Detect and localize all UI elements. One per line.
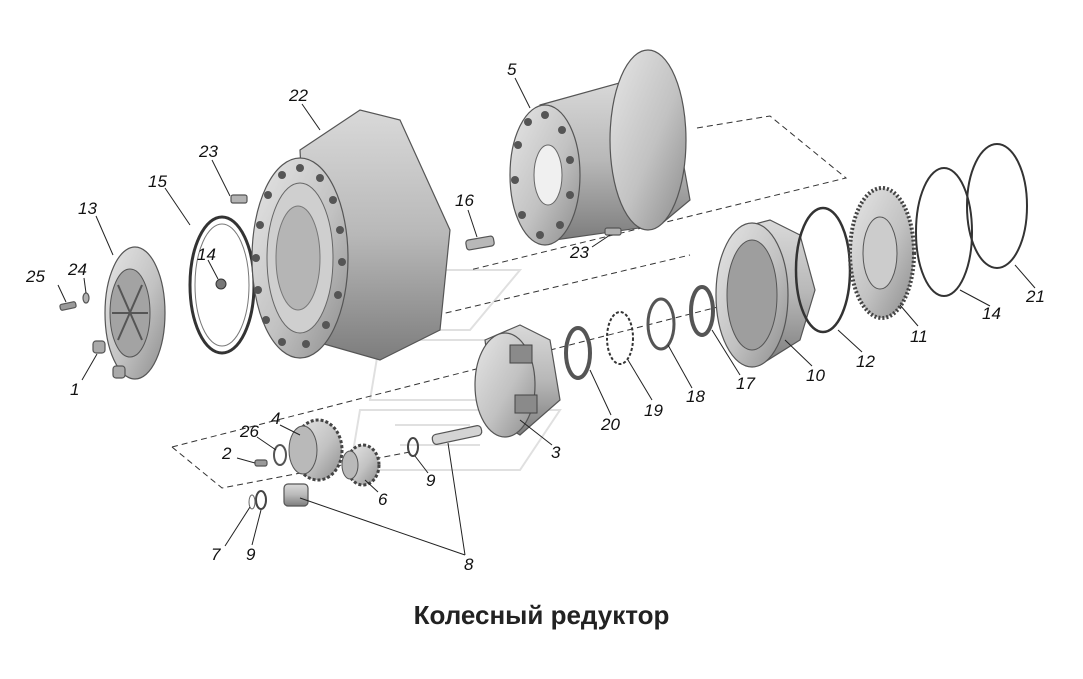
part-9-ring (407, 437, 419, 457)
callout-19: 19 (644, 401, 663, 420)
callout-10: 10 (806, 366, 825, 385)
callout-1: 1 (70, 380, 79, 399)
part-8-pins (283, 425, 483, 507)
callout-2: 2 (221, 444, 232, 463)
part-17-ring (689, 285, 715, 337)
callout-9: 9 (426, 471, 436, 490)
part-26-washer (273, 444, 287, 466)
callout-labels: 1 2 3 4 5 6 7 8 9 9 10 11 12 13 14 14 15… (25, 60, 1045, 574)
part-2-pin (254, 459, 268, 467)
callout-14-right: 14 (982, 304, 1001, 323)
part-14-plug (215, 278, 227, 290)
part-9-ring-lower (255, 490, 267, 510)
callout-17: 17 (736, 374, 755, 393)
callout-4: 4 (271, 409, 280, 428)
part-6-gear (341, 443, 381, 487)
part-4-gear (288, 418, 344, 482)
callout-16: 16 (455, 191, 474, 210)
callout-5: 5 (507, 60, 517, 79)
callout-11: 11 (910, 327, 928, 346)
callout-23: 23 (198, 142, 218, 161)
part-12-ring (794, 206, 852, 334)
part-24-washer (82, 292, 90, 304)
part-14-ring (915, 167, 973, 297)
part-3-carrier (474, 324, 561, 438)
part-19-ring (606, 311, 634, 365)
part-13-cover (104, 246, 166, 380)
callout-6: 6 (378, 490, 388, 509)
callout-21: 21 (1025, 287, 1045, 306)
callout-7: 7 (211, 545, 221, 564)
leader-lines (57, 77, 1036, 556)
callout-13: 13 (78, 199, 97, 218)
part-20-ring (564, 326, 592, 380)
callout-8: 8 (464, 555, 474, 574)
callout-20: 20 (600, 415, 620, 434)
callout-22: 22 (288, 86, 308, 105)
part-22-hub (251, 109, 451, 361)
callout-24: 24 (67, 260, 87, 279)
part-18-ring (646, 297, 676, 351)
part-23-bolt (230, 194, 248, 204)
part-11-gear (848, 186, 916, 320)
part-7-ring (248, 494, 256, 510)
callout-18: 18 (686, 387, 705, 406)
part-25-bolt (59, 301, 77, 311)
diagram-title: Колесный редуктор (413, 600, 670, 630)
part-16-bolt (465, 235, 495, 251)
part-21-ring (966, 143, 1028, 269)
callout-23-lower: 23 (569, 243, 589, 262)
part-1-pins (92, 340, 126, 379)
callout-3: 3 (551, 443, 561, 462)
callout-15: 15 (148, 172, 167, 191)
callout-9-lower: 9 (246, 545, 256, 564)
callout-26: 26 (239, 422, 259, 441)
callout-12: 12 (856, 352, 875, 371)
part-10-ring-gear (715, 219, 816, 368)
callout-25: 25 (25, 267, 45, 286)
callout-14: 14 (197, 245, 216, 264)
part-5-drum (509, 49, 691, 246)
part-23-lower-bolt (604, 227, 622, 236)
